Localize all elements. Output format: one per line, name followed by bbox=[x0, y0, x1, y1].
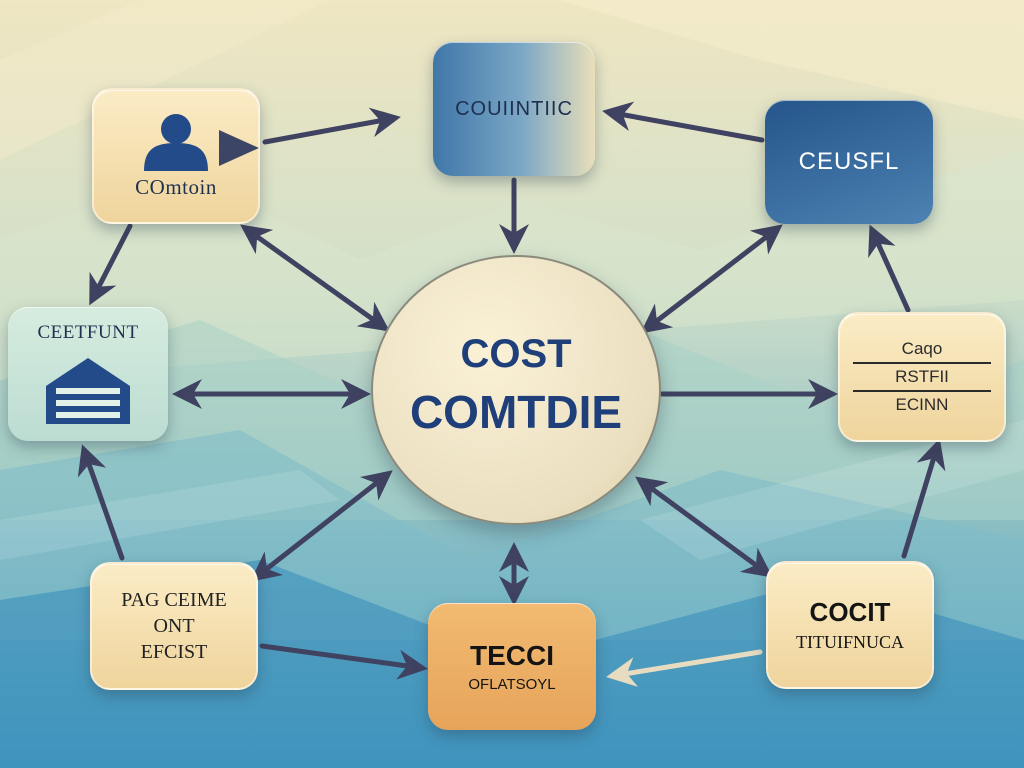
node-counter-label: COUIINTIIC bbox=[455, 97, 573, 120]
arrow-cocit-to-cago bbox=[901, 438, 946, 559]
arrow-ceusfl-hub bbox=[640, 224, 783, 334]
node-pag-line-2: ONT bbox=[153, 615, 195, 637]
node-cago-row-1: Caqo bbox=[901, 339, 943, 358]
node-cocit-title: COCIT bbox=[809, 597, 891, 627]
node-counter[interactable]: COUIINTIIC bbox=[433, 42, 595, 176]
node-pag-line-3: EFCIST bbox=[140, 641, 208, 663]
arrow-cocit-to-tecci bbox=[606, 649, 763, 687]
hub-title-line-1: COST bbox=[460, 331, 572, 376]
arrow-company-to-certifant bbox=[89, 223, 133, 306]
node-cocit-subtitle: TITUIFNUCA bbox=[796, 632, 904, 652]
arrow-company-to-counter bbox=[262, 107, 401, 145]
node-tecci-subtitle: OFLATSOYL bbox=[468, 676, 556, 693]
hub-circle[interactable]: COST COMTDIE bbox=[371, 255, 661, 525]
arrow-ceusfl-to-counter bbox=[602, 101, 765, 143]
arrow-pag-to-certifant bbox=[77, 444, 125, 561]
node-pag[interactable]: PAG CEIME ONT EFCIST bbox=[90, 562, 258, 690]
node-cocit[interactable]: COCIT TITUIFNUCA bbox=[766, 561, 934, 689]
node-certifant[interactable]: CEETFUNT bbox=[8, 307, 168, 441]
arrow-pag-to-tecci bbox=[259, 643, 428, 680]
arrow-cocit-hub bbox=[635, 476, 773, 578]
arrow-pag-hub bbox=[250, 470, 393, 582]
divider bbox=[853, 390, 991, 392]
node-cago-row-3: ECINN bbox=[895, 395, 949, 414]
arrow-cago-to-ceusfl bbox=[868, 224, 911, 313]
divider bbox=[853, 362, 991, 364]
node-company[interactable]: COmtoin bbox=[92, 88, 260, 224]
node-ceusfl[interactable]: CEUSFL bbox=[765, 100, 933, 224]
node-ceusfl-label: CEUSFL bbox=[798, 148, 900, 175]
person-icon bbox=[144, 113, 208, 171]
hub-title-line-2: COMTDIE bbox=[409, 385, 623, 438]
flag-icon bbox=[219, 130, 259, 166]
node-cago[interactable]: Caqo RSTFII ECINN bbox=[838, 312, 1006, 442]
node-tecci[interactable]: TECCI OFLATSOYL bbox=[428, 603, 596, 730]
node-pag-line-1: PAG CEIME bbox=[121, 589, 227, 611]
node-company-label: COmtoin bbox=[135, 174, 217, 199]
arrow-company-hub bbox=[240, 224, 390, 332]
node-cago-row-2: RSTFII bbox=[895, 367, 949, 386]
node-certifant-label: CEETFUNT bbox=[37, 322, 139, 343]
warehouse-icon bbox=[46, 358, 130, 424]
node-tecci-title: TECCI bbox=[470, 640, 554, 671]
